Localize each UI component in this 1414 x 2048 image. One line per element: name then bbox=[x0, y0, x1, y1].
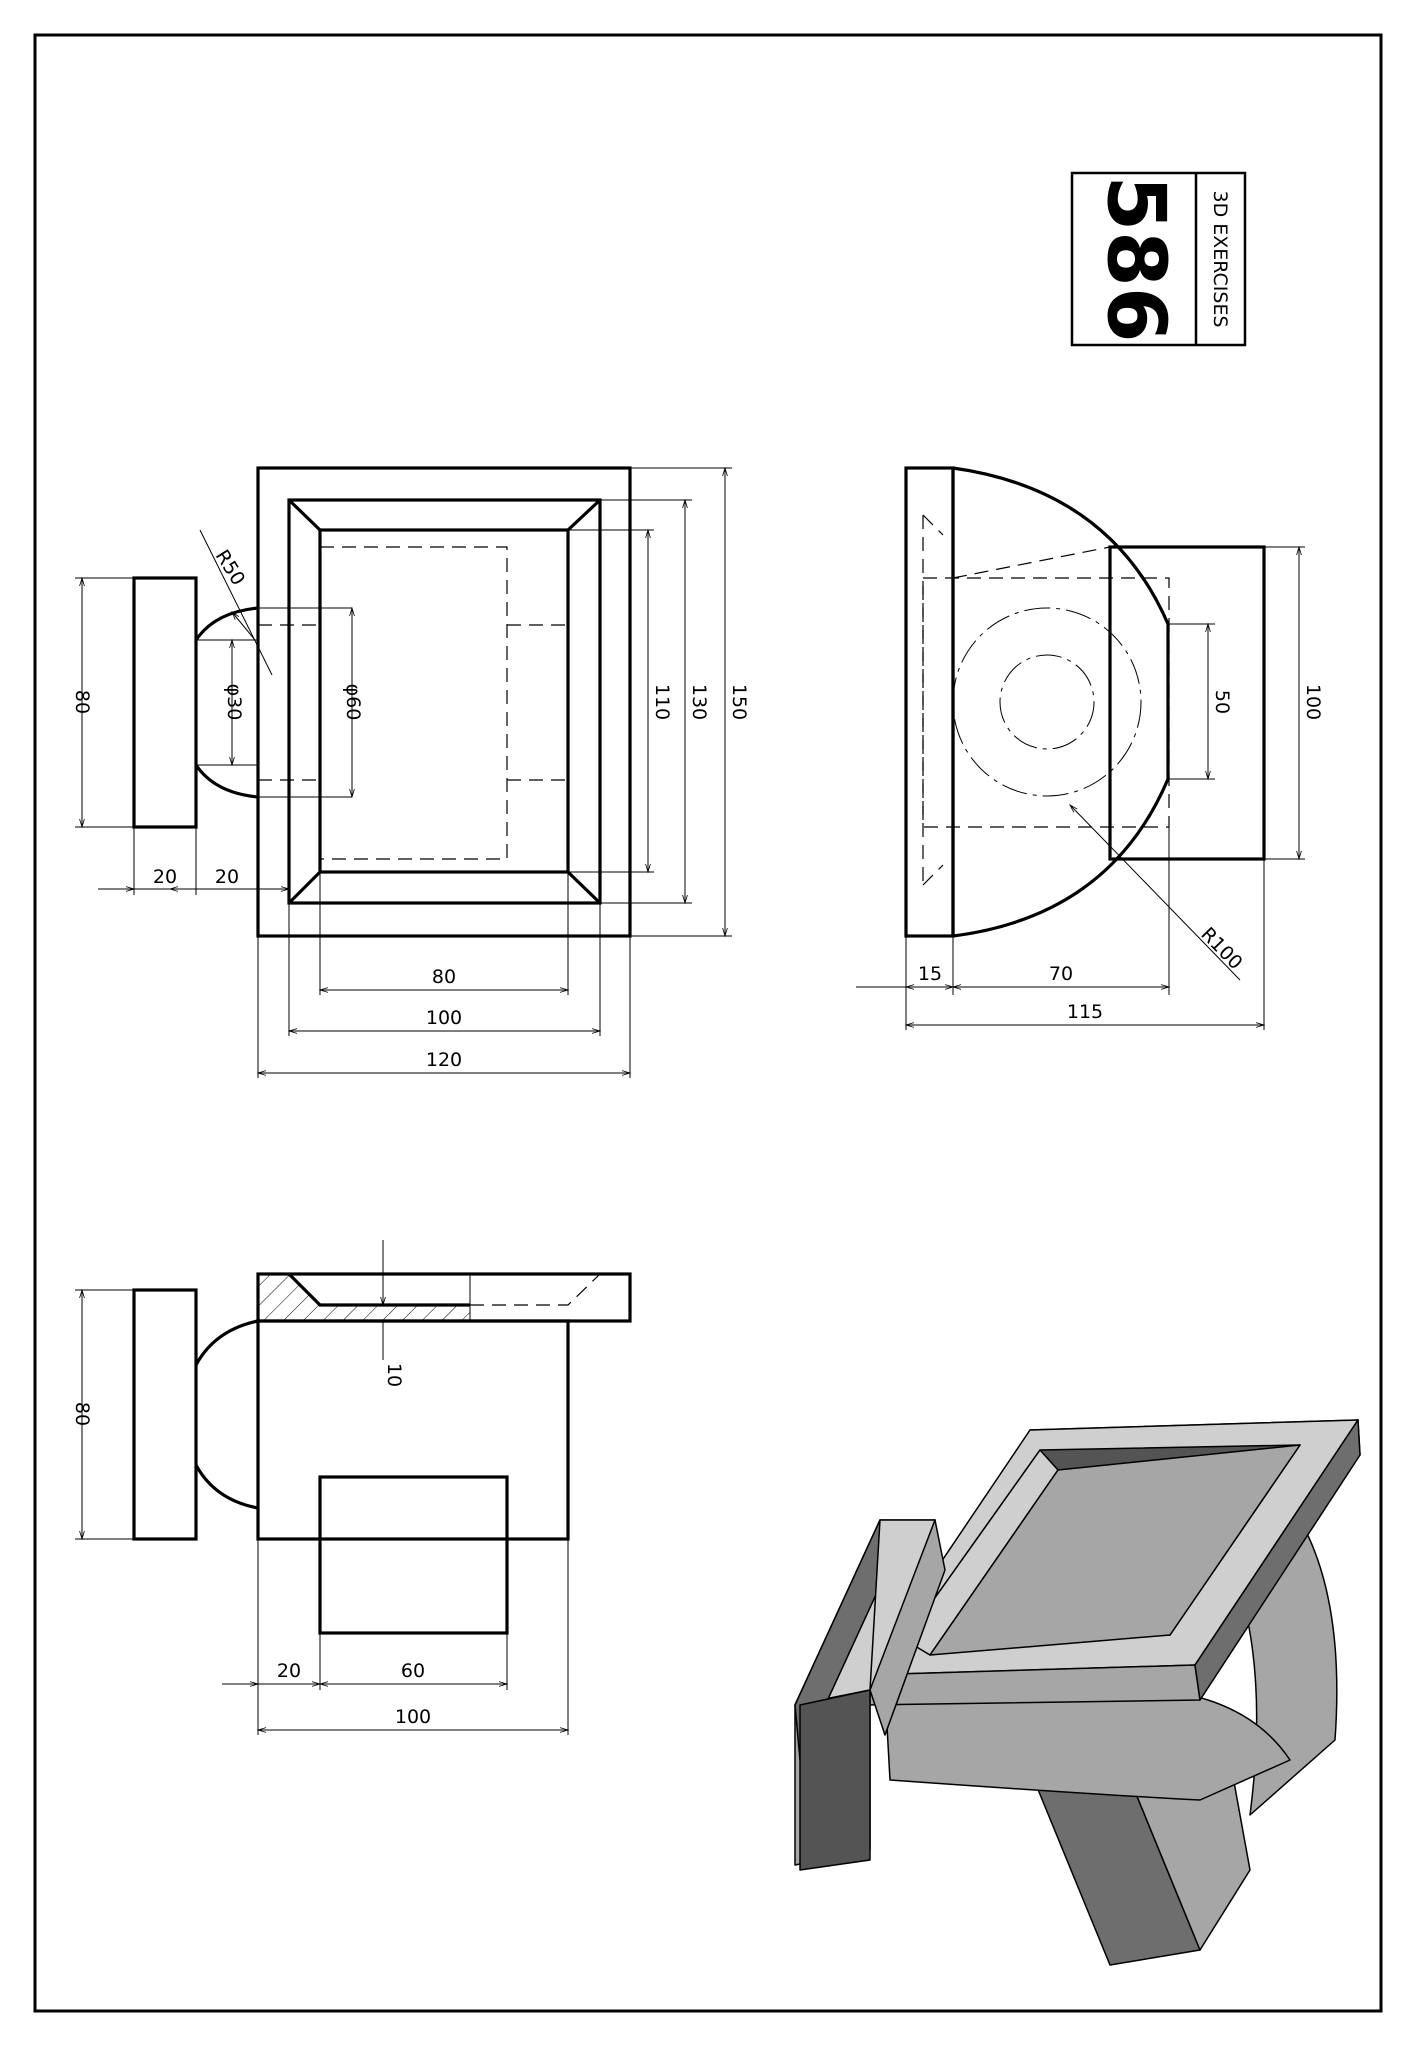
dim-150: 150 bbox=[728, 684, 750, 720]
dim-50: 50 bbox=[1211, 690, 1233, 714]
dim-120-width: 120 bbox=[426, 1049, 462, 1071]
dim-60-section: 60 bbox=[401, 1660, 425, 1682]
dim-100-section: 100 bbox=[395, 1706, 431, 1728]
section-view: 80 10 20 60 100 bbox=[71, 1240, 632, 1735]
dim-phi30: φ30 bbox=[223, 684, 245, 721]
dim-100-width: 100 bbox=[426, 1007, 462, 1029]
dim-100-side: 100 bbox=[1302, 684, 1324, 720]
sheet-border bbox=[33, 33, 1383, 2013]
dim-20-right: 20 bbox=[215, 866, 239, 888]
dim-80-width: 80 bbox=[432, 966, 456, 988]
dim-20-section: 20 bbox=[277, 1660, 301, 1682]
dim-110: 110 bbox=[651, 684, 673, 720]
dim-r100: R100 bbox=[1196, 923, 1246, 974]
dim-80-section: 80 bbox=[71, 1402, 93, 1426]
exercise-number: 586 bbox=[1090, 176, 1183, 343]
dim-r50: R50 bbox=[211, 546, 249, 589]
dim-10: 10 bbox=[383, 1363, 405, 1387]
dim-130: 130 bbox=[688, 684, 710, 720]
front-view: R50 80 φ30 φ60 110 130 150 20 20 bbox=[71, 466, 750, 1078]
dim-phi60: φ60 bbox=[342, 684, 364, 721]
iso-view bbox=[794, 1419, 1361, 1966]
side-view: 50 100 R100 15 70 115 bbox=[856, 466, 1324, 1030]
dim-15: 15 bbox=[918, 963, 942, 985]
dim-20-left: 20 bbox=[153, 866, 177, 888]
dim-115: 115 bbox=[1067, 1001, 1103, 1023]
dim-80-height: 80 bbox=[71, 690, 93, 714]
title-block: 586 3D EXERCISES bbox=[1070, 171, 1247, 347]
dim-70: 70 bbox=[1049, 963, 1073, 985]
exercise-caption: 3D EXERCISES bbox=[1209, 190, 1231, 327]
